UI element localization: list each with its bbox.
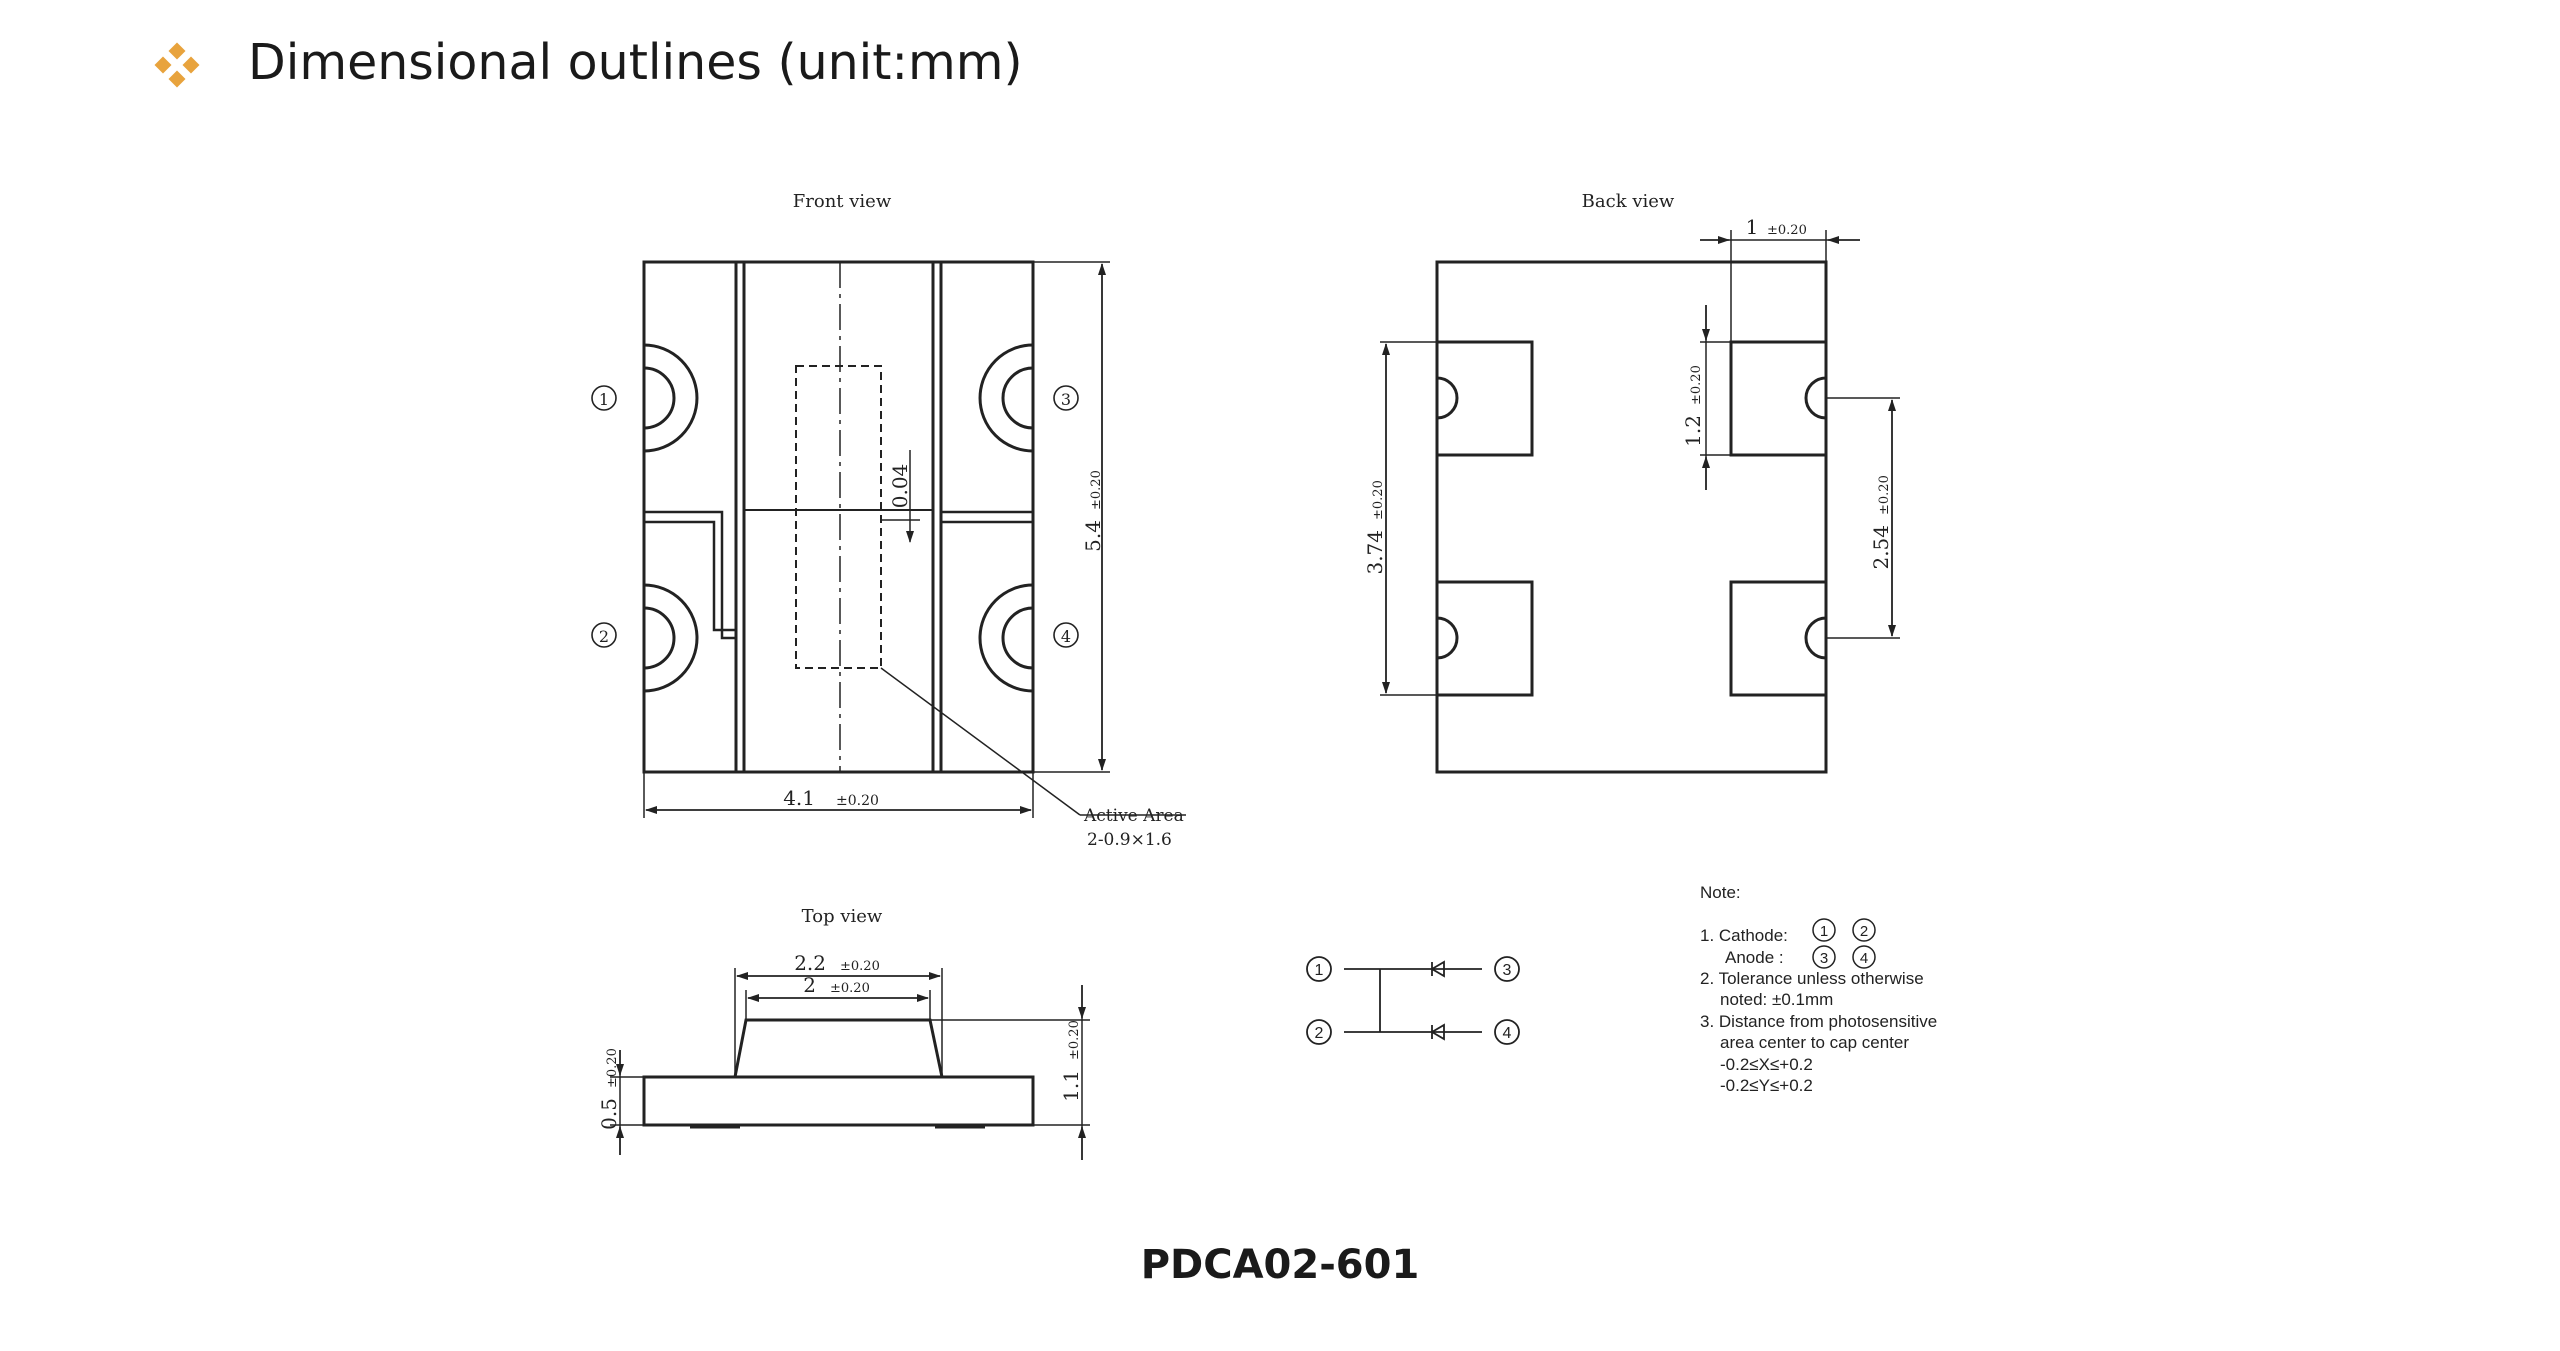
top-inner-dim: 2 xyxy=(803,973,816,997)
notes-heading: Note: xyxy=(1700,883,1741,902)
top-view: Top view 2.2 ±0.20 2 ±0.20 0.5 xyxy=(597,906,1090,1160)
back-pad-tol: ±0.20 xyxy=(1689,365,1704,405)
front-height-tol: ±0.20 xyxy=(1089,470,1104,510)
schematic-pin-4-label: 4 xyxy=(1503,1025,1512,1042)
top-base xyxy=(642,1075,1035,1127)
front-view-title: Front view xyxy=(793,191,892,212)
back-left-dim: 3.74 xyxy=(1363,530,1387,575)
top-total-dim: 1.1 xyxy=(1059,1070,1083,1102)
top-view-title: Top view xyxy=(802,906,883,927)
active-area-value: 2-0.9×1.6 xyxy=(1087,830,1172,850)
back-top-tol: ±0.20 xyxy=(1767,223,1807,238)
notes-tolerance-2: noted: ±0.1mm xyxy=(1720,990,1833,1009)
top-inner-tol: ±0.20 xyxy=(830,981,870,996)
back-left-tol: ±0.20 xyxy=(1371,480,1386,520)
notes-distance-x: -0.2≤X≤+0.2 xyxy=(1720,1055,1813,1074)
schematic-pin-2-label: 2 xyxy=(1315,1025,1324,1042)
front-view: Front view xyxy=(591,191,1186,850)
back-view: Back view 1 ±0.20 xyxy=(1363,191,1900,774)
notes: Note: 1. Cathode: Anode : 1 2 3 4 2. Tol… xyxy=(1700,883,1937,1095)
back-view-title: Back view xyxy=(1582,191,1675,212)
front-pin-3-label: 3 xyxy=(1061,390,1071,409)
anode-pin-3: 3 xyxy=(1820,950,1828,967)
notes-distance-2: area center to cap center xyxy=(1720,1033,1909,1052)
notes-anode: Anode : xyxy=(1725,948,1784,967)
notes-distance-y: -0.2≤Y≤+0.2 xyxy=(1720,1076,1813,1095)
notes-tolerance-1: 2. Tolerance unless otherwise xyxy=(1700,969,1924,988)
schematic-pin-3-label: 3 xyxy=(1503,962,1512,979)
anode-pin-4: 4 xyxy=(1860,950,1868,967)
back-right-dim: 2.54 xyxy=(1869,525,1893,570)
schematic: 1 2 3 4 xyxy=(1306,956,1520,1045)
front-width-tol: ±0.20 xyxy=(836,793,879,809)
back-body xyxy=(1435,260,1828,774)
schematic-pin-1-label: 1 xyxy=(1315,962,1324,979)
top-total-tol: ±0.20 xyxy=(1067,1020,1082,1060)
notes-cathode: 1. Cathode: xyxy=(1700,926,1788,945)
top-outer-dim: 2.2 xyxy=(794,951,826,975)
active-area-label: Active Area xyxy=(1083,806,1184,826)
front-pin-1-label: 1 xyxy=(599,390,609,409)
page-title: Dimensional outlines (unit:mm) xyxy=(248,34,1023,91)
active-area-outline xyxy=(795,365,882,669)
back-top-dim: 1 xyxy=(1746,215,1759,239)
top-base-dim: 0.5 xyxy=(597,1098,621,1130)
front-body xyxy=(642,260,1035,774)
top-base-tol: ±0.20 xyxy=(605,1048,620,1088)
top-outer-tol: ±0.20 xyxy=(840,959,880,974)
part-number-caption: PDCA02-601 xyxy=(1140,1242,1420,1288)
diamond-bullet-icon xyxy=(154,42,200,88)
front-height-dim: 5.4 xyxy=(1081,520,1105,552)
front-pin-2-label: 2 xyxy=(599,627,609,646)
cathode-pin-1: 1 xyxy=(1820,923,1828,940)
front-width-dim: 4.1 xyxy=(783,786,815,810)
cathode-pin-2: 2 xyxy=(1860,923,1868,940)
notes-distance-1: 3. Distance from photosensitive xyxy=(1700,1012,1937,1031)
back-right-tol: ±0.20 xyxy=(1877,475,1892,515)
front-gap-dim: 0.04 xyxy=(888,464,912,509)
top-cap xyxy=(733,1018,944,1078)
back-pad-dim: 1.2 xyxy=(1681,415,1705,447)
front-pin-4-label: 4 xyxy=(1061,627,1071,646)
